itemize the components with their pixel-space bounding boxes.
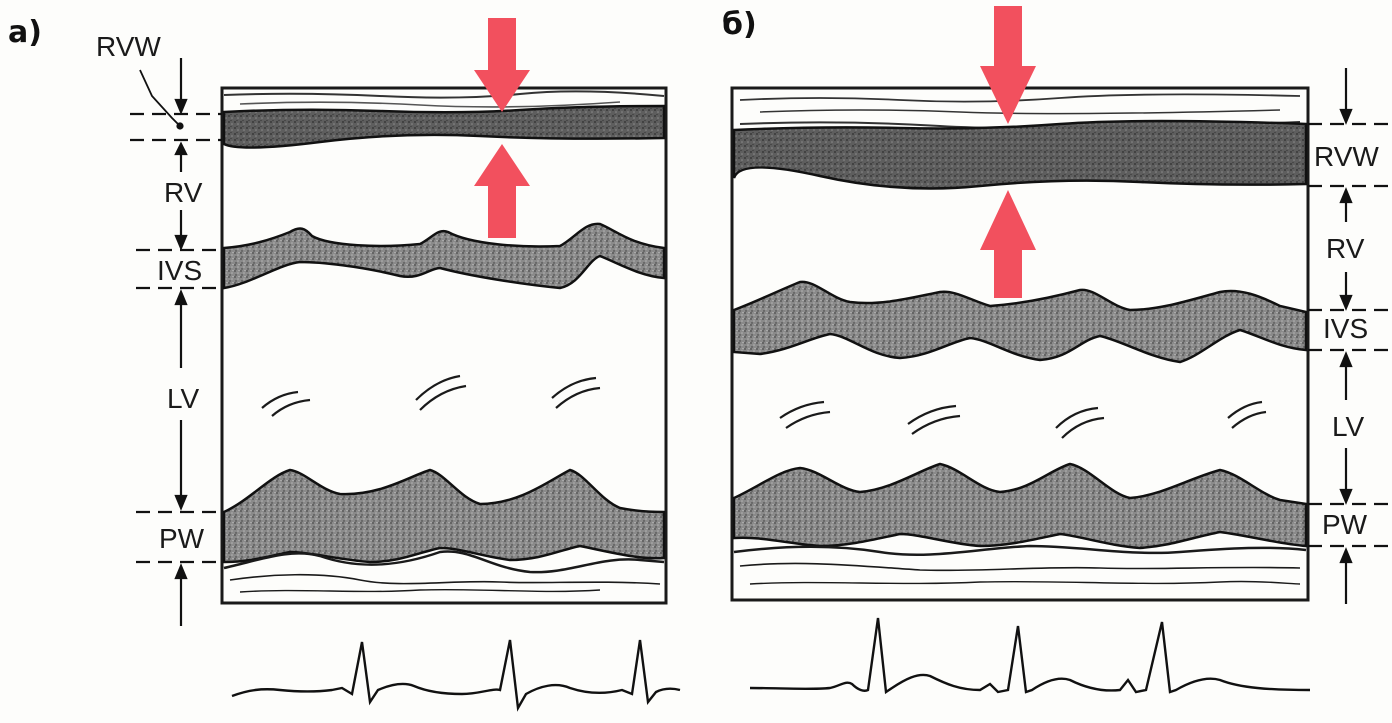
panel-b-label-lv: LV: [1332, 411, 1364, 442]
panel-b-ecg-trace: [750, 618, 1310, 692]
panel-b: б): [722, 6, 1388, 692]
panel-b-label-rvw: RVW: [1314, 141, 1379, 172]
panel-b-epicardium: [734, 546, 1306, 584]
panel-a-label-lv: LV: [167, 383, 199, 414]
panel-a-ecg-trace: [232, 640, 680, 708]
panel-a-label-rv: RV: [164, 177, 203, 208]
panel-b-label: б): [722, 7, 757, 42]
panel-b-label-ivs: IVS: [1323, 313, 1368, 344]
panel-a-rvw-band: [224, 106, 664, 148]
panel-a-arrow-up: [474, 144, 530, 238]
panel-b-arrow-down: [980, 6, 1036, 124]
panel-b-rvw-band: [734, 121, 1306, 188]
panel-a-arrow-down: [474, 18, 530, 112]
panel-b-pw-band: [734, 464, 1306, 548]
panel-b-lv-echoes: [780, 402, 1266, 438]
panel-a-label-rvw: RVW: [96, 31, 161, 62]
panel-a: а): [8, 15, 680, 708]
panel-a-pw-band: [224, 470, 664, 562]
panel-a-label-pw: PW: [159, 523, 205, 554]
panel-b-label-pw: PW: [1322, 509, 1368, 540]
panel-a-epicardium: [224, 551, 664, 592]
panel-a-lv-echoes: [262, 376, 600, 416]
panel-a-label: а): [8, 15, 42, 50]
panel-a-ivs-band: [224, 224, 664, 288]
panel-b-arrow-up: [980, 190, 1036, 298]
panel-a-near-field: [224, 91, 664, 106]
panel-b-label-rv: RV: [1326, 233, 1365, 264]
panel-a-label-ivs: IVS: [157, 255, 202, 286]
